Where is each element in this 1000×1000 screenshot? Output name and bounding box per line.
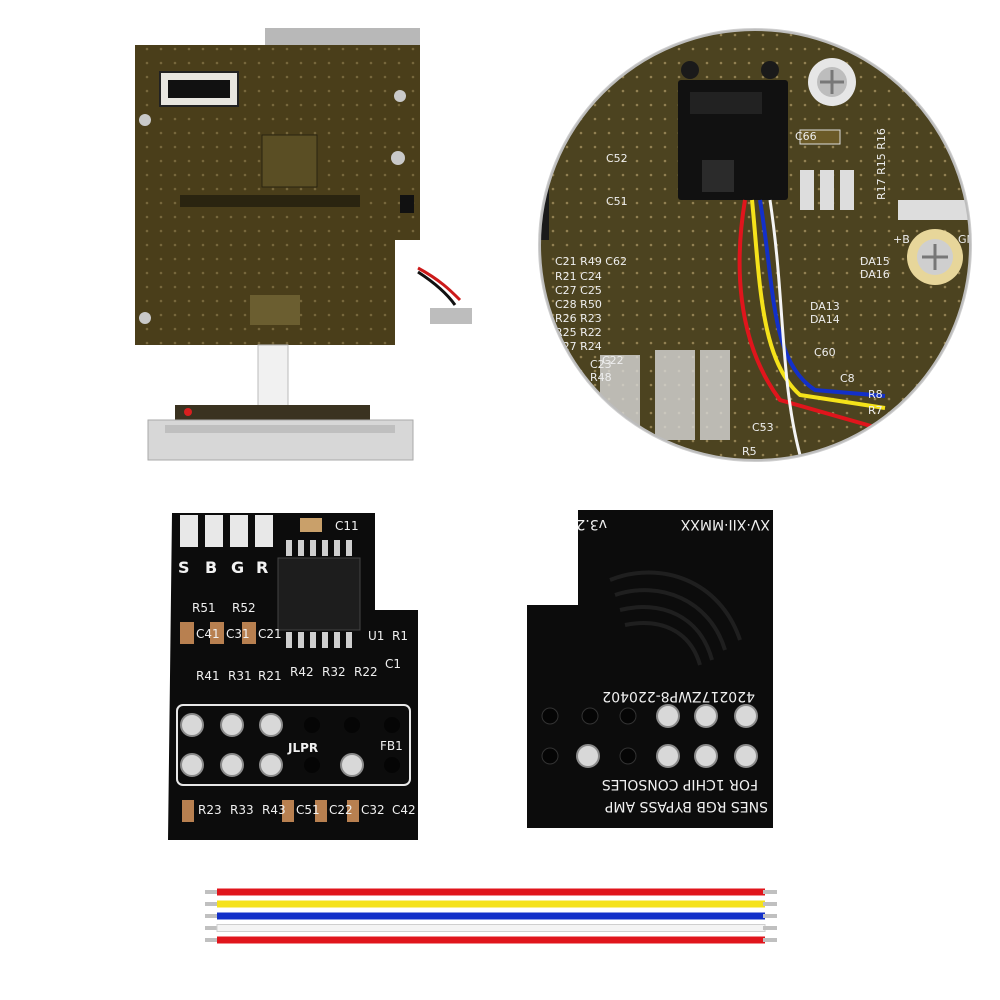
caption-line-2: SNES RGB BYPASS AMP — [605, 798, 768, 814]
component-label: R43 — [262, 803, 286, 817]
svg-text:C8: C8 — [840, 372, 855, 385]
svg-text:R21 C24: R21 C24 — [555, 270, 602, 283]
svg-text:R8: R8 — [868, 388, 883, 401]
component-label: C31 — [226, 627, 250, 641]
svg-text:C53: C53 — [752, 421, 774, 434]
component-label: R42 — [290, 665, 314, 679]
component-label: C51 — [296, 803, 320, 817]
amp-board-front: S B G R C11 R51 R52 C41 C31 C21 U1 R1 C1… — [168, 513, 418, 840]
label-group: C21 R49 C62 — [555, 255, 627, 268]
wire-tip — [205, 890, 219, 894]
svg-text:C66: C66 — [795, 130, 817, 143]
wire — [217, 912, 765, 920]
pad-label: G — [231, 558, 244, 577]
wire-tip — [205, 914, 219, 918]
svg-text:C23: C23 — [590, 358, 612, 371]
svg-text:GN: GN — [958, 233, 975, 246]
jumper-wires — [205, 888, 777, 944]
closeup-circle: C21 R49 C62 R21 C24 C27 C25 C28 R50 R26 … — [538, 28, 975, 462]
svg-text:R7: R7 — [868, 404, 883, 417]
svg-text:C22: C22 — [602, 354, 624, 367]
component-label: C22 — [329, 803, 353, 817]
component-label: FB1 — [380, 739, 403, 753]
component-label: R33 — [230, 803, 254, 817]
board-version: v3.2 — [576, 516, 607, 532]
component-label: R23 — [198, 803, 222, 817]
wire-tip — [763, 902, 777, 906]
component-label: R1 — [392, 629, 408, 643]
svg-text:R26 R23: R26 R23 — [555, 312, 602, 325]
caption-line-1: FOR 1CHIP CONSOLES — [602, 776, 758, 792]
pad-label: S — [178, 558, 190, 577]
component-label: R22 — [354, 665, 378, 679]
component-label: C21 — [258, 627, 282, 641]
snes-mainboard — [135, 28, 472, 461]
svg-text:C52: C52 — [606, 152, 628, 165]
wire-tip — [763, 890, 777, 894]
wire-tip — [205, 902, 219, 906]
board-date: XV·XII·MMXX — [680, 516, 770, 532]
svg-text:R48: R48 — [590, 371, 612, 384]
wire-tip — [763, 926, 777, 930]
wire — [217, 900, 765, 908]
svg-text:DA16: DA16 — [860, 268, 890, 281]
svg-text:C60: C60 — [814, 346, 836, 359]
amp-board-back: v3.2 XV·XII·MMXX 420217ZWP8-220402 FOR 1… — [527, 510, 773, 828]
component-label: R31 — [228, 669, 252, 683]
wire-tip — [205, 926, 219, 930]
wire-tip — [763, 914, 777, 918]
component-label: R51 — [192, 601, 216, 615]
jlpr-logo: JLPR — [287, 741, 318, 755]
component-label: R52 — [232, 601, 256, 615]
svg-text:DA13: DA13 — [810, 300, 840, 313]
component-label: C1 — [385, 657, 401, 671]
component-label: R41 — [196, 669, 220, 683]
svg-text:DA14: DA14 — [810, 313, 840, 326]
wire-tip — [763, 938, 777, 942]
part-number: 420217ZWP8-220402 — [602, 688, 755, 704]
component-label: C41 — [196, 627, 220, 641]
svg-text:C27 C25: C27 C25 — [555, 284, 602, 297]
svg-text:+B: +B — [893, 233, 910, 246]
component-label: C32 — [361, 803, 385, 817]
svg-text:R5: R5 — [742, 445, 757, 458]
wire — [217, 936, 765, 944]
pad-label: B — [205, 558, 217, 577]
svg-text:C51: C51 — [606, 195, 628, 208]
component-label: U1 — [368, 629, 384, 643]
svg-text:DA15: DA15 — [860, 255, 890, 268]
svg-text:R17 R15 R16: R17 R15 R16 — [875, 128, 888, 200]
svg-text:R25 R22: R25 R22 — [555, 326, 602, 339]
pad-label: R — [256, 558, 268, 577]
component-label: R32 — [322, 665, 346, 679]
svg-text:C28 R50: C28 R50 — [555, 298, 602, 311]
component-label: C11 — [335, 519, 359, 533]
wire — [216, 924, 766, 932]
component-label: R21 — [258, 669, 282, 683]
component-label: C42 — [392, 803, 416, 817]
wire — [217, 888, 765, 896]
wire-tip — [205, 938, 219, 942]
